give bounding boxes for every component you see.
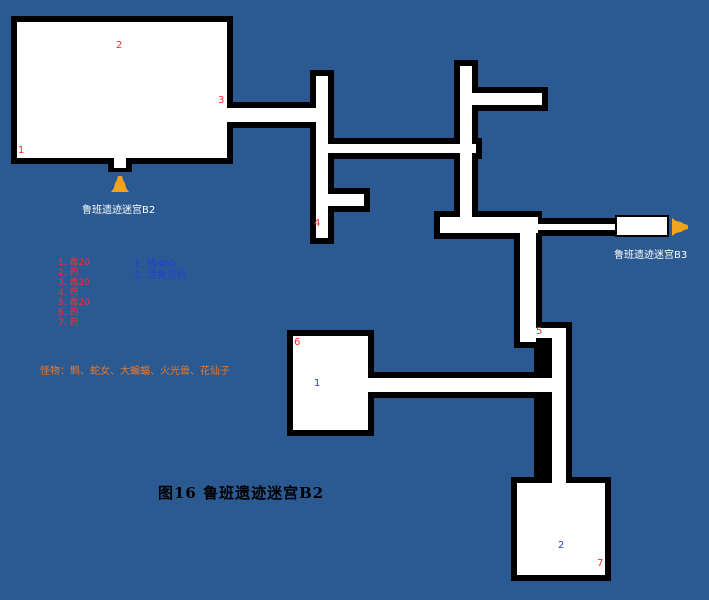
treasure-legend-item: 3. 毒20 [58, 278, 90, 288]
corridor [460, 66, 472, 224]
treasure-marker-2: 2 [116, 40, 123, 51]
treasure-marker-4: 4 [314, 218, 321, 229]
stairs-down-icon [672, 218, 688, 236]
corridor [536, 224, 618, 230]
room-center [293, 336, 368, 430]
corridor [440, 217, 538, 233]
treasure-legend-item: 6. 药 [58, 308, 79, 318]
treasure-marker-3: 3 [218, 95, 225, 106]
treasure-marker-6: 6 [294, 337, 301, 348]
treasure-marker-5: 5 [536, 326, 543, 337]
treasure-legend: 1. 毒20 2. 药 3. 毒20 4. 药 5. 毒20 6. 药 7. 药 [58, 258, 90, 328]
corridor [552, 328, 566, 483]
item-legend: 1. 钱400 2. 活骨灵药 [134, 259, 187, 281]
corridor [326, 144, 476, 153]
corridor [470, 93, 542, 105]
corridor [114, 150, 126, 168]
treasure-legend-item: 7. 药 [58, 318, 79, 328]
corridor [316, 76, 328, 238]
item-legend-item: 2. 活骨灵药 [134, 270, 187, 281]
treasure-legend-item: 5. 毒20 [58, 298, 90, 308]
treasure-marker-7: 7 [597, 558, 604, 569]
room-bottom-right [517, 483, 605, 575]
treasure-legend-item: 1. 毒20 [58, 258, 90, 268]
corridor [520, 228, 536, 342]
monster-list: 怪物：鹪、蛇女、大蝙蝠、火光兽、花仙子 [40, 366, 230, 377]
exit-down-label: 鲁班遗迹迷宫B3 [614, 250, 688, 261]
item-legend-item: 1. 钱400 [134, 259, 176, 270]
item-marker-2: 2 [558, 540, 565, 551]
item-marker-1: 1 [314, 378, 321, 389]
stairs-up-icon [111, 176, 129, 192]
room-top-left [17, 22, 227, 158]
exit-corridor [615, 215, 669, 237]
treasure-legend-item: 4. 药 [58, 288, 79, 298]
corridor [368, 378, 552, 392]
corridor [326, 194, 364, 206]
exit-up-label: 鲁班遗迹迷宫B2 [82, 205, 156, 216]
treasure-legend-item: 2. 药 [58, 268, 79, 278]
corridor [226, 108, 316, 122]
treasure-marker-1: 1 [18, 145, 25, 156]
map-title: 图16 鲁班遗迹迷宫B2 [158, 484, 325, 502]
corridor [532, 328, 566, 338]
